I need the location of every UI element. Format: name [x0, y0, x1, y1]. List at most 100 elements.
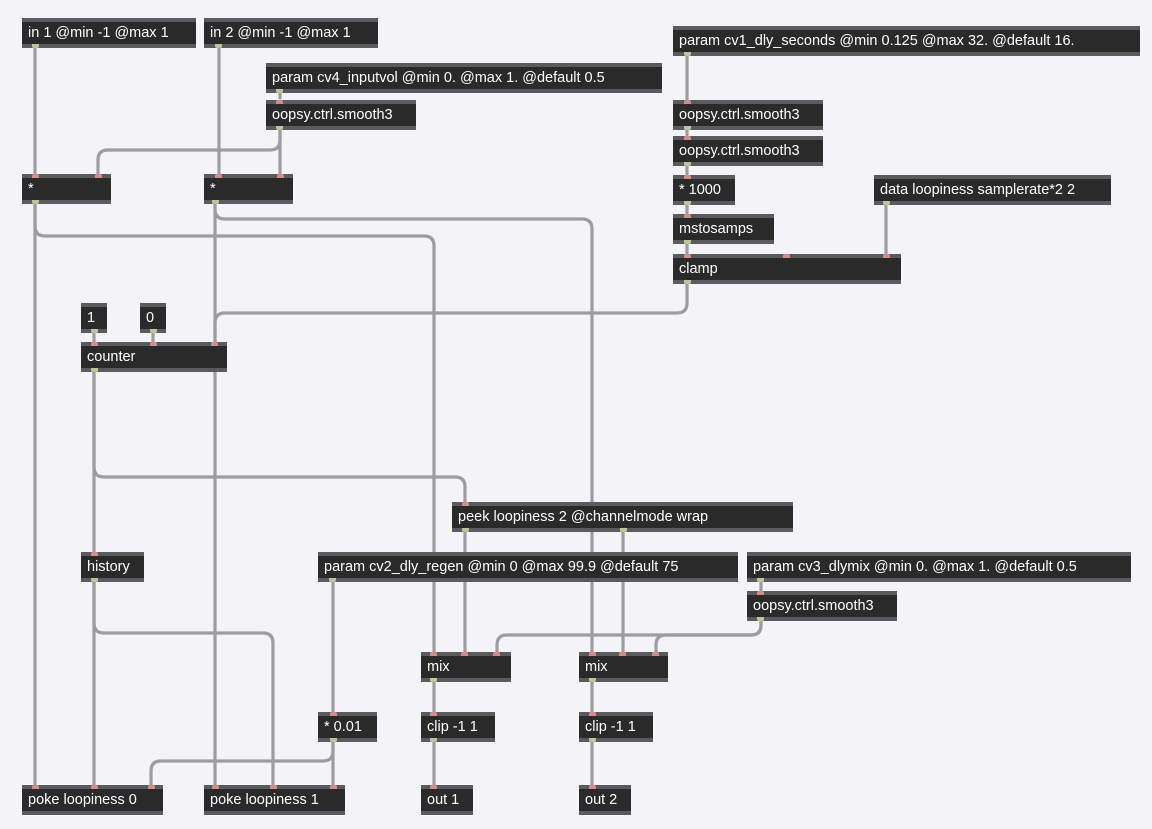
out2-object[interactable]: out 2	[579, 785, 631, 815]
multiply-1000-object[interactable]: * 1000	[673, 175, 735, 205]
clip-object-1[interactable]: clip -1 1	[421, 712, 495, 742]
inlet[interactable]	[493, 652, 500, 656]
peek-loopiness-object[interactable]: peek loopiness 2 @channelmode wrap	[452, 502, 793, 532]
patch-cord[interactable]	[92, 368, 467, 504]
multiply-object-2[interactable]: *	[204, 174, 293, 204]
outlet[interactable]	[684, 280, 691, 284]
inlet[interactable]	[883, 254, 890, 258]
outlet[interactable]	[589, 738, 596, 742]
smooth-cv3-object[interactable]: oopsy.ctrl.smooth3	[747, 591, 897, 621]
constant-0-object[interactable]: 0	[140, 303, 166, 333]
in1-object[interactable]: in 1 @min -1 @max 1	[22, 18, 196, 48]
multiply-object-1[interactable]: *	[22, 174, 111, 204]
outlet[interactable]	[684, 162, 691, 166]
outlet[interactable]	[276, 126, 283, 130]
outlet[interactable]	[330, 738, 337, 742]
inlet[interactable]	[91, 785, 98, 789]
multiply-0.01-object[interactable]: * 0.01	[318, 712, 377, 742]
outlet[interactable]	[684, 52, 691, 56]
mix-object-1[interactable]: mix	[421, 652, 511, 682]
poke-loopiness-1-object[interactable]: poke loopiness 1	[204, 785, 345, 815]
param-cv2-object[interactable]: param cv2_dly_regen @min 0 @max 99.9 @de…	[318, 552, 738, 582]
inlet[interactable]	[270, 785, 277, 789]
outlet[interactable]	[684, 201, 691, 205]
mstosamps-object[interactable]: mstosamps	[673, 214, 774, 244]
inlet[interactable]	[32, 785, 39, 789]
inlet[interactable]	[619, 652, 626, 656]
patch-cord[interactable]	[96, 126, 282, 178]
patch-cord[interactable]	[654, 617, 763, 654]
patch-cord[interactable]	[33, 200, 436, 654]
inlet[interactable]	[215, 174, 222, 178]
inlet[interactable]	[330, 712, 337, 716]
outlet[interactable]	[91, 578, 98, 582]
inlet[interactable]	[212, 785, 219, 789]
constant-1-object[interactable]: 1	[81, 303, 107, 333]
inlet[interactable]	[684, 254, 691, 258]
smooth-cv4-object[interactable]: oopsy.ctrl.smooth3	[266, 100, 416, 130]
outlet[interactable]	[91, 368, 98, 372]
mix-object-2[interactable]: mix	[579, 652, 668, 682]
counter-object[interactable]: counter	[81, 342, 227, 372]
inlet[interactable]	[461, 652, 468, 656]
inlet[interactable]	[589, 712, 596, 716]
smooth-cv1a-object[interactable]: oopsy.ctrl.smooth3	[673, 100, 823, 130]
outlet[interactable]	[32, 200, 39, 204]
patch-cord[interactable]	[213, 200, 594, 654]
outlet[interactable]	[430, 678, 437, 682]
patch-cord[interactable]	[213, 279, 689, 344]
outlet[interactable]	[212, 200, 219, 204]
inlet[interactable]	[684, 100, 691, 104]
inlet[interactable]	[652, 652, 659, 656]
outlet[interactable]	[462, 528, 469, 532]
param-cv3-object[interactable]: param cv3_dlymix @min 0. @max 1. @defaul…	[747, 552, 1131, 582]
inlet[interactable]	[91, 342, 98, 346]
outlet[interactable]	[620, 528, 627, 532]
inlet[interactable]	[95, 174, 102, 178]
inlet[interactable]	[589, 652, 596, 656]
outlet[interactable]	[215, 44, 222, 48]
inlet[interactable]	[277, 174, 284, 178]
outlet[interactable]	[150, 329, 157, 333]
inlet[interactable]	[148, 785, 155, 789]
inlet[interactable]	[430, 652, 437, 656]
inlet[interactable]	[684, 175, 691, 179]
inlet[interactable]	[783, 254, 790, 258]
inlet[interactable]	[150, 342, 157, 346]
outlet[interactable]	[91, 329, 98, 333]
inlet[interactable]	[91, 552, 98, 556]
inlet[interactable]	[757, 591, 764, 595]
in2-object[interactable]: in 2 @min -1 @max 1	[204, 18, 378, 48]
inlet[interactable]	[430, 785, 437, 789]
inlet[interactable]	[211, 342, 218, 346]
smooth-cv1b-object[interactable]: oopsy.ctrl.smooth3	[673, 136, 823, 166]
out1-object[interactable]: out 1	[421, 785, 473, 815]
inlet[interactable]	[276, 100, 283, 104]
patch-cord[interactable]	[149, 738, 335, 787]
inlet[interactable]	[462, 502, 469, 506]
inlet[interactable]	[32, 174, 39, 178]
outlet[interactable]	[883, 201, 890, 205]
param-cv4-object[interactable]: param cv4_inputvol @min 0. @max 1. @defa…	[266, 63, 662, 93]
outlet[interactable]	[684, 240, 691, 244]
outlet[interactable]	[276, 89, 283, 93]
poke-loopiness-0-object[interactable]: poke loopiness 0	[22, 785, 163, 815]
inlet[interactable]	[589, 785, 596, 789]
inlet[interactable]	[330, 785, 337, 789]
outlet[interactable]	[684, 126, 691, 130]
clip-object-2[interactable]: clip -1 1	[579, 712, 653, 742]
inlet[interactable]	[684, 136, 691, 140]
outlet[interactable]	[329, 578, 336, 582]
outlet[interactable]	[757, 617, 764, 621]
inlet[interactable]	[430, 712, 437, 716]
data-loopiness-object[interactable]: data loopiness samplerate*2 2	[874, 175, 1111, 205]
clamp-object[interactable]: clamp	[673, 254, 901, 284]
history-object[interactable]: history	[81, 552, 144, 582]
inlet[interactable]	[684, 214, 691, 218]
outlet[interactable]	[430, 738, 437, 742]
outlet[interactable]	[32, 44, 39, 48]
param-cv1-object[interactable]: param cv1_dly_seconds @min 0.125 @max 32…	[673, 26, 1140, 56]
patch-cord[interactable]	[92, 577, 275, 787]
outlet[interactable]	[589, 678, 596, 682]
